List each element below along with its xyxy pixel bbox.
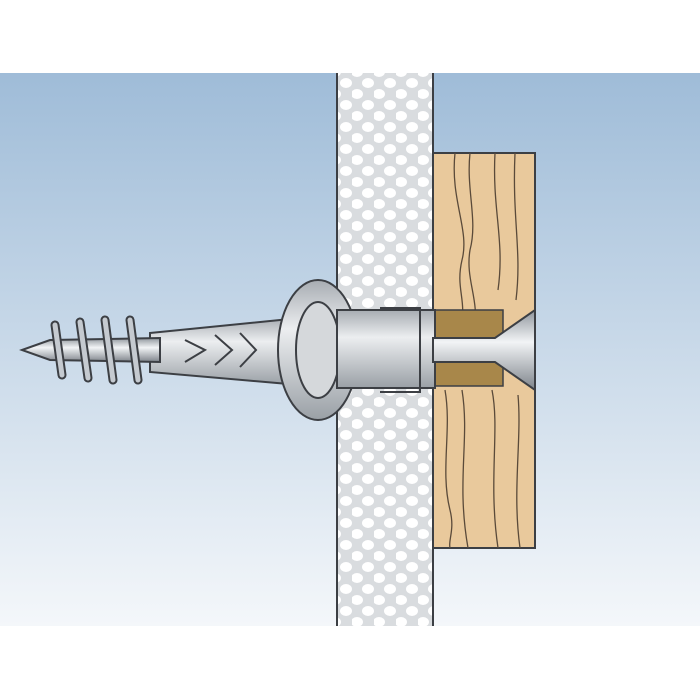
wood-grain <box>444 153 521 548</box>
plug-sleeve-detail <box>380 307 421 393</box>
screw-head <box>432 308 536 392</box>
plug-sleeve <box>336 309 436 389</box>
plug-collar-inner <box>295 301 341 399</box>
screw-thread <box>52 317 141 383</box>
wall-plug <box>149 279 436 421</box>
screw <box>19 308 536 392</box>
plug-ribs <box>184 332 258 368</box>
